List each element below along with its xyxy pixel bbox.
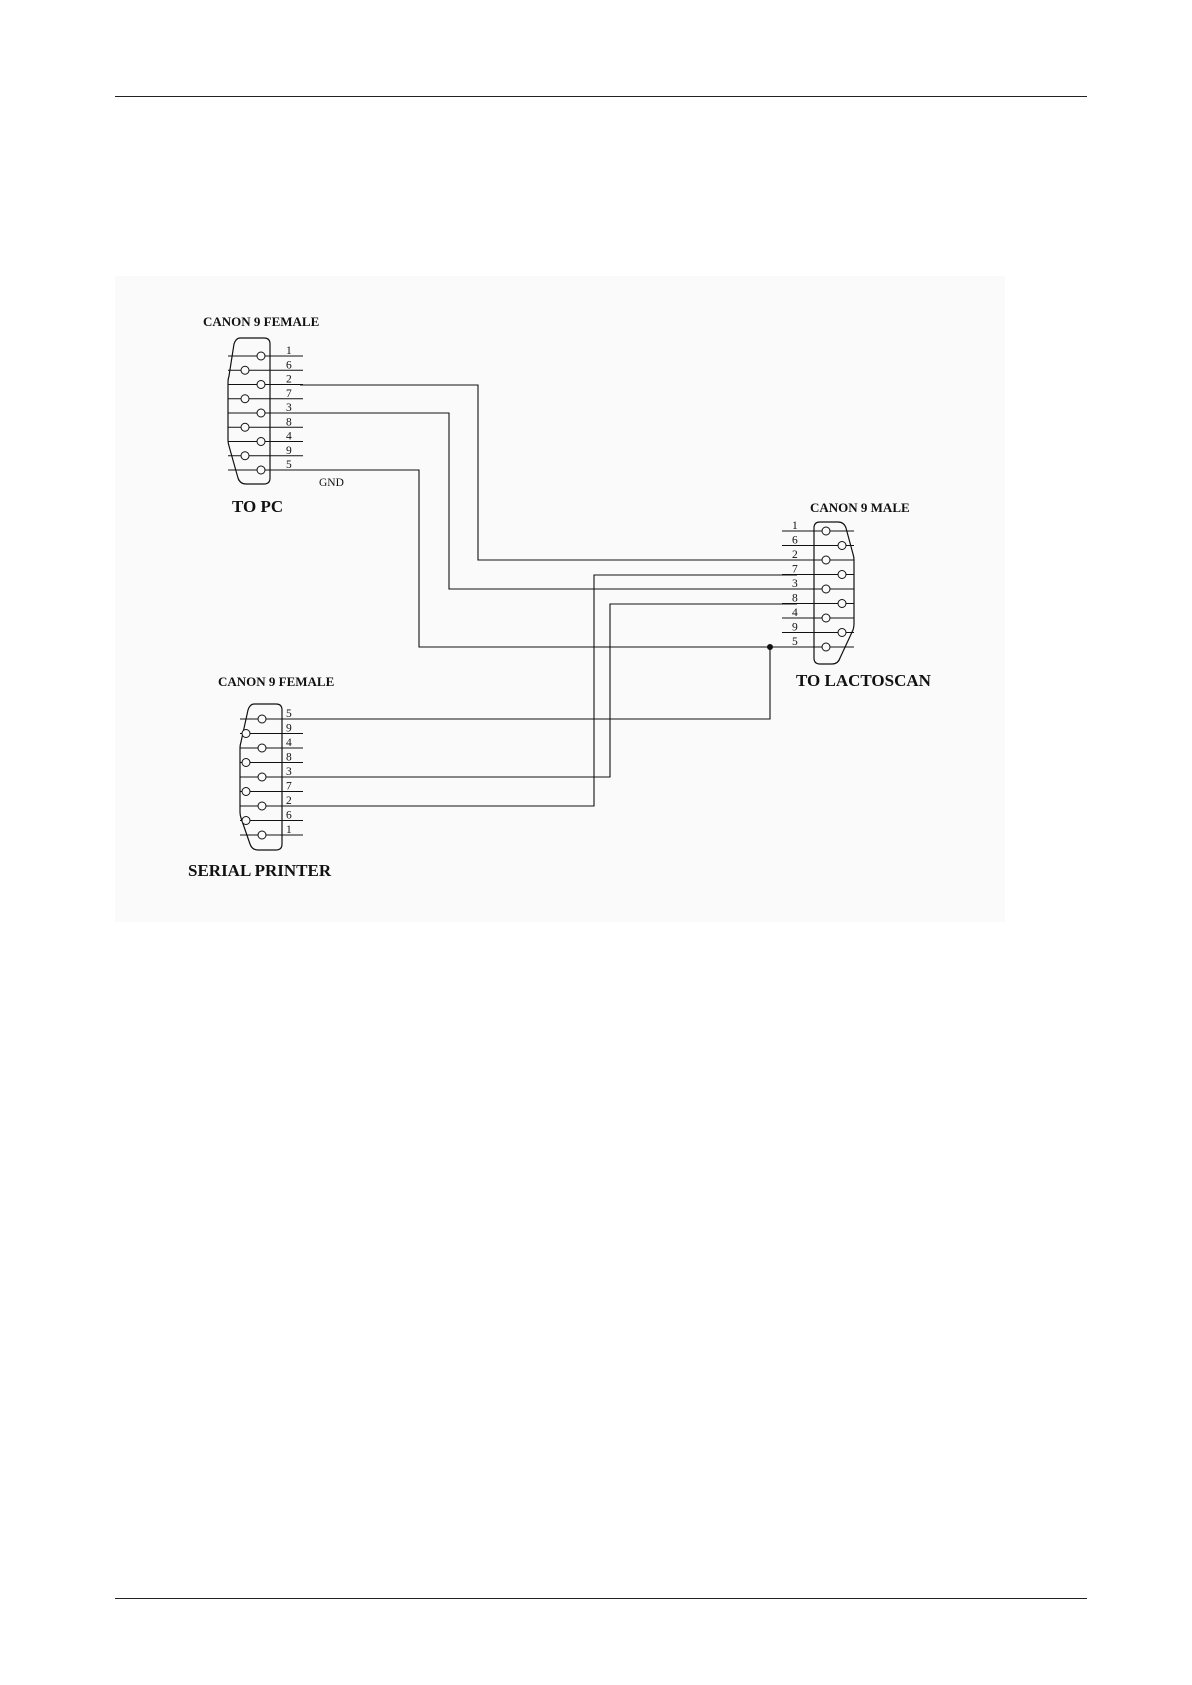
gnd-label: GND: [319, 477, 344, 489]
lactoscan-pin-5-contact: [822, 643, 830, 651]
printer-pin-4-number: 4: [286, 737, 292, 749]
printer-pin-6-number: 6: [286, 810, 292, 822]
printer-pin-9-number: 9: [286, 723, 292, 735]
lactoscan-pin-6-number: 6: [792, 535, 798, 547]
printer-pin-8-number: 8: [286, 752, 292, 764]
lactoscan-pin-1-contact: [822, 527, 830, 535]
pc-pin-group: 1 6 2 7 3 8 4 9 5: [228, 345, 303, 474]
lactoscan-pin-8-contact: [838, 600, 846, 608]
pc-pin-3-contact: [257, 409, 265, 417]
lactoscan-pin-3-number: 3: [792, 578, 798, 590]
printer-pin-7-contact: [242, 788, 250, 796]
wires: [300, 385, 797, 806]
lactoscan-pin-9-contact: [838, 629, 846, 637]
pc-pin-7-contact: [241, 395, 249, 403]
lactoscan-pin-8-number: 8: [792, 593, 798, 605]
wire-pc3-lacto3: [300, 413, 797, 589]
printer-pin-2-contact: [258, 802, 266, 810]
footer-rule: [115, 1598, 1087, 1599]
lactoscan-pin-group: 1 6 2 7 3 8 4 9 5: [782, 520, 854, 651]
lactoscan-pin-4-number: 4: [792, 607, 798, 619]
pc-pin-4-number: 4: [286, 431, 292, 443]
lactoscan-pin-6-contact: [838, 542, 846, 550]
lactoscan-pin-9-number: 9: [792, 622, 798, 634]
pc-connector-title: CANON 9 FEMALE: [203, 314, 319, 329]
printer-connector-label: SERIAL PRINTER: [188, 861, 332, 880]
printer-pin-3-number: 3: [286, 766, 292, 778]
pc-pin-5-number: 5: [286, 459, 292, 471]
pc-pin-5-contact: [257, 466, 265, 474]
printer-pin-1-number: 1: [286, 824, 292, 836]
printer-pin-9-contact: [242, 730, 250, 738]
printer-pin-2-number: 2: [286, 795, 292, 807]
lactoscan-connector-title: CANON 9 MALE: [810, 500, 910, 515]
printer-pin-group: 5 9 4 8 3 7 2 6 1: [240, 708, 303, 839]
pc-pin-1-number: 1: [286, 345, 292, 357]
wire-pc2-lacto2: [300, 385, 797, 560]
pc-pin-6-number: 6: [286, 359, 292, 371]
lactoscan-connector-shell: [814, 522, 854, 664]
lactoscan-connector-label: TO LACTOSCAN: [796, 671, 932, 690]
lactoscan-pin-3-contact: [822, 585, 830, 593]
lactoscan-pin-1-number: 1: [792, 520, 798, 532]
printer-connector-title: CANON 9 FEMALE: [218, 674, 334, 689]
lactoscan-connector: CANON 9 MALE 1 6 2 7 3 8 4 9 5 TO LACTOSCAN: [782, 500, 932, 690]
lactoscan-pin-2-number: 2: [792, 549, 798, 561]
lactoscan-pin-7-number: 7: [792, 564, 798, 576]
printer-pin-5-number: 5: [286, 708, 292, 720]
pc-pin-2-contact: [257, 381, 265, 389]
pc-pin-2-number: 2: [286, 374, 292, 386]
wire-printer3-lacto8: [303, 604, 797, 777]
wire-pc5-lacto5: [300, 470, 797, 647]
pc-pin-6-contact: [241, 366, 249, 374]
wire-printer2-lacto7: [303, 575, 797, 806]
printer-pin-4-contact: [258, 744, 266, 752]
printer-pin-3-contact: [258, 773, 266, 781]
pc-pin-9-contact: [241, 452, 249, 460]
pc-pin-3-number: 3: [286, 402, 292, 414]
pc-pin-4-contact: [257, 438, 265, 446]
pc-pin-8-number: 8: [286, 416, 292, 428]
lactoscan-pin-5-number: 5: [792, 636, 798, 648]
printer-pin-1-contact: [258, 831, 266, 839]
lactoscan-pin-4-contact: [822, 614, 830, 622]
lactoscan-pin-2-contact: [822, 556, 830, 564]
printer-pin-7-number: 7: [286, 781, 292, 793]
pc-connector-label: TO PC: [232, 497, 283, 516]
pc-pin-9-number: 9: [286, 445, 292, 457]
pc-connector: CANON 9 FEMALE 1 6 2 7 3 8 4 9 5 TO PC GND: [203, 314, 344, 516]
pc-pin-8-contact: [241, 423, 249, 431]
printer-pin-8-contact: [242, 759, 250, 767]
ground-junction-dot: [767, 644, 773, 650]
printer-pin-6-contact: [242, 817, 250, 825]
wire-printer5-gnd: [303, 647, 770, 719]
printer-pin-5-contact: [258, 715, 266, 723]
pc-pin-7-number: 7: [286, 388, 292, 400]
lactoscan-pin-7-contact: [838, 571, 846, 579]
pc-pin-1-contact: [257, 352, 265, 360]
